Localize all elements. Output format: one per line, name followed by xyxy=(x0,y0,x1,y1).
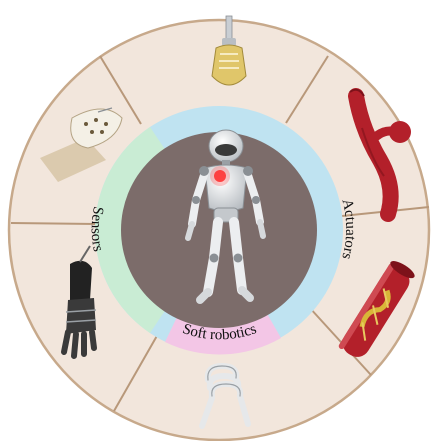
sensors-label: Sensors xyxy=(88,205,106,253)
